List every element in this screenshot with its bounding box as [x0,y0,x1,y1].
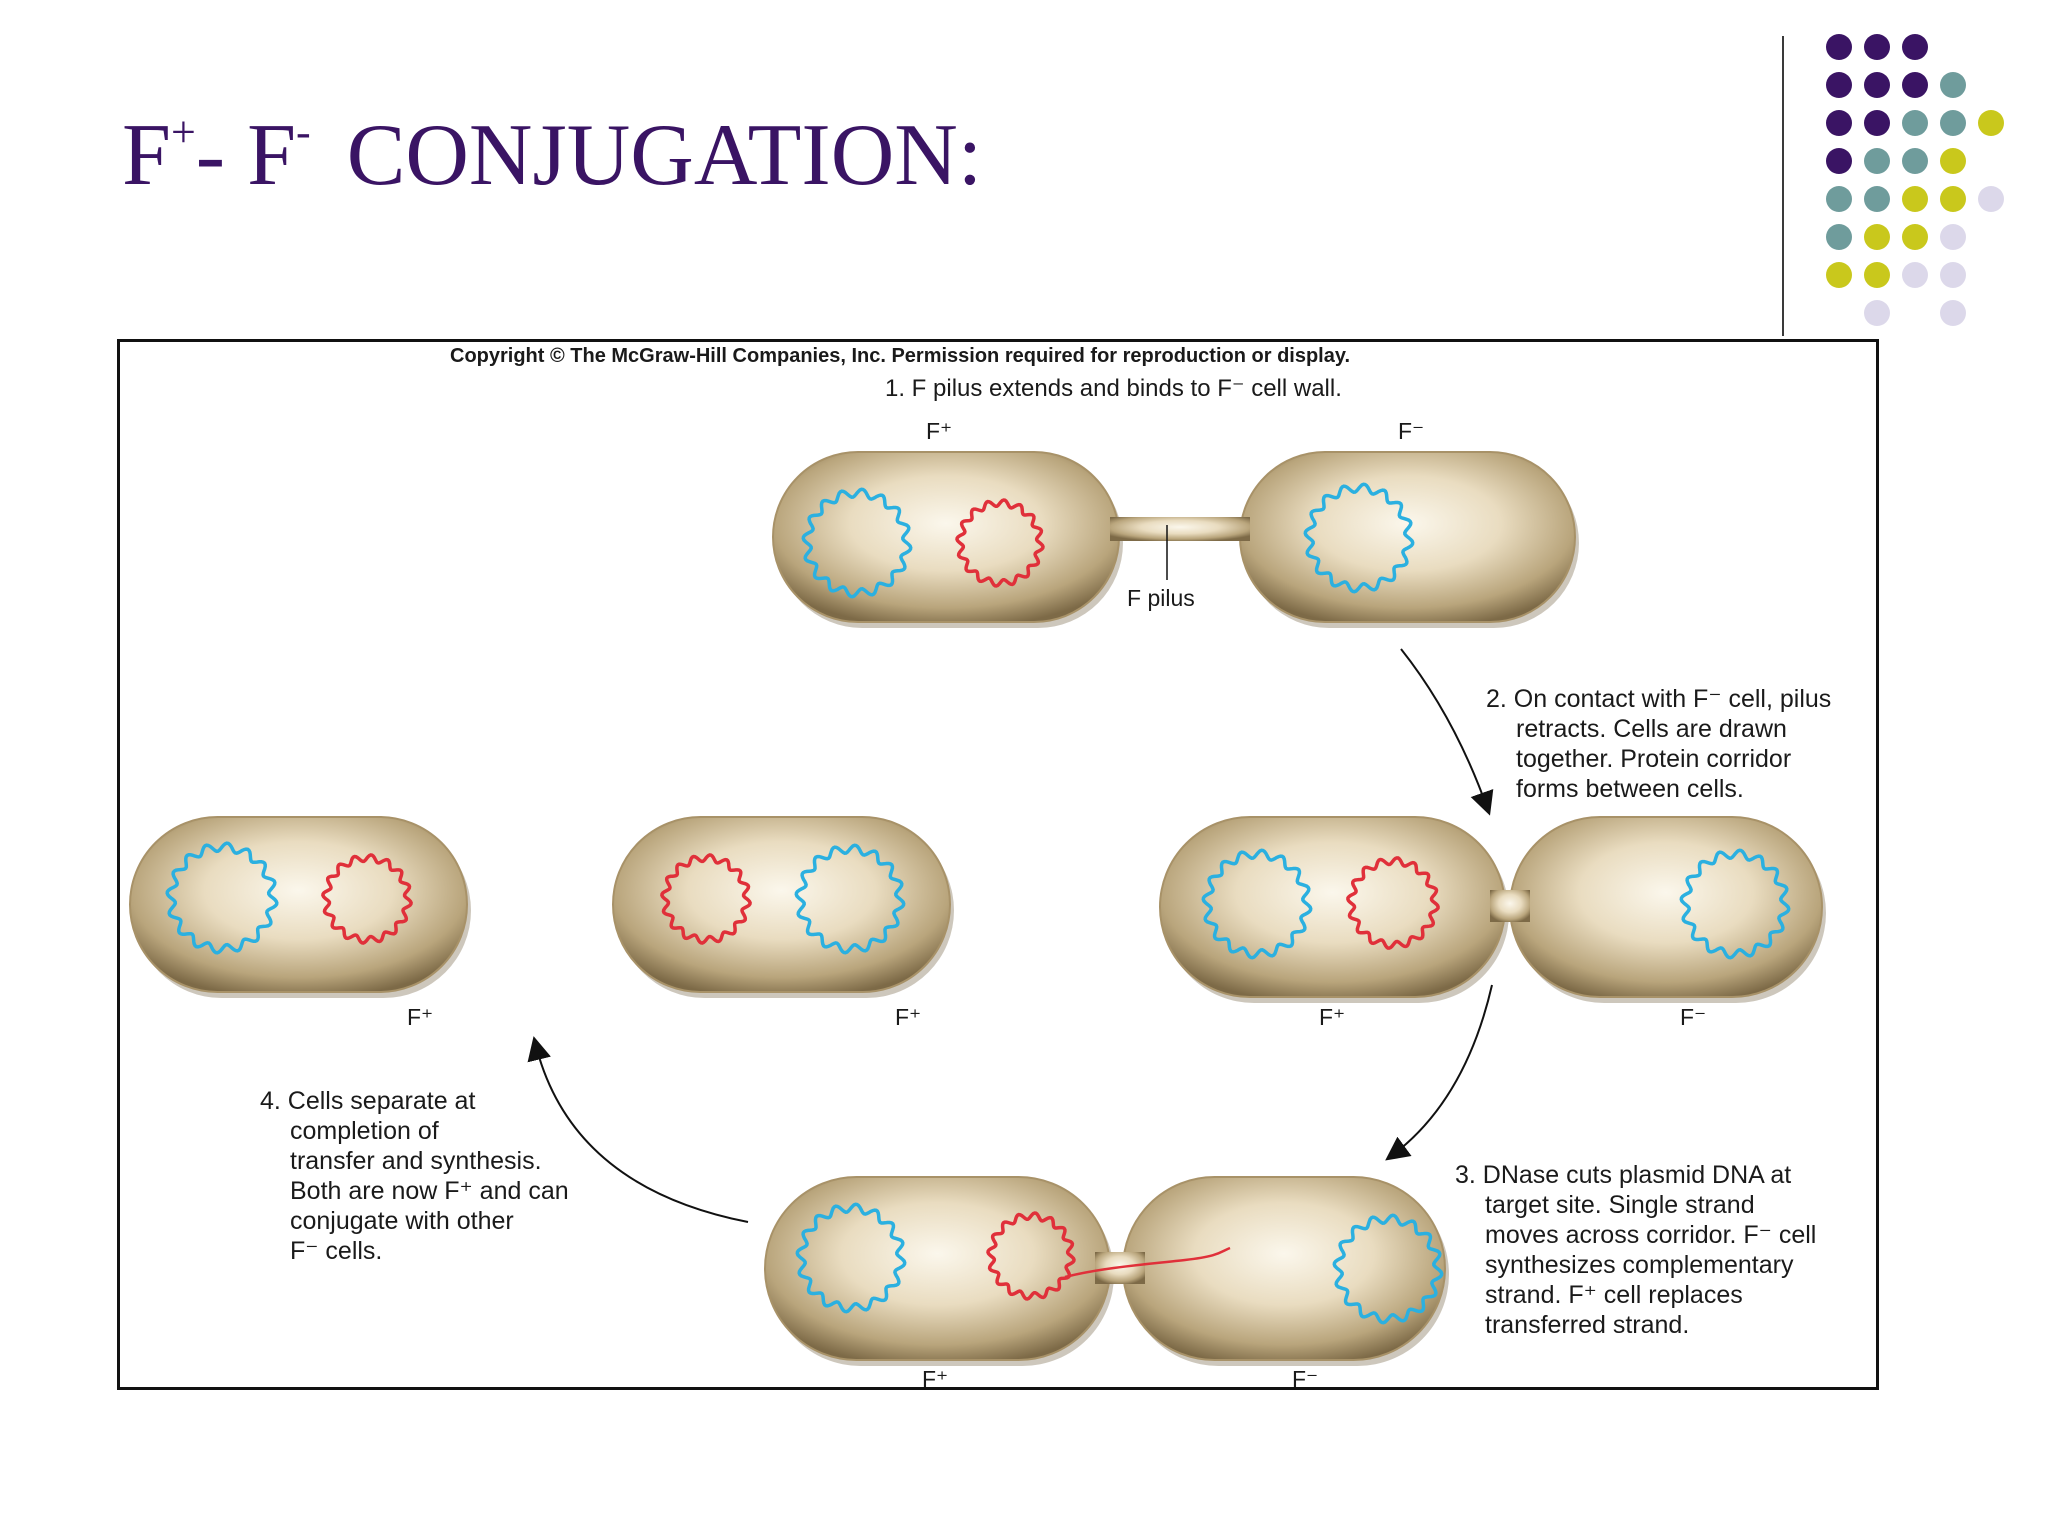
title-text: CONJUGATION: [346,107,983,204]
label-s2-left: F⁺ [1319,1004,1346,1030]
decorative-dot [1940,224,1966,250]
decorative-dot [1864,148,1890,174]
decorative-dot [1826,72,1852,98]
figure-drawing [129,451,1826,1366]
chromosome-ring [1201,848,1313,960]
chromosome-ring [1303,482,1415,594]
decorative-dot [1940,262,1966,288]
step-3-line: target site. Single strand [1485,1191,1755,1219]
bacterial-cell [764,1176,1111,1361]
label-s3-left: F⁺ [922,1366,949,1392]
title-f-minus: - F [195,107,297,204]
pilus-label: F pilus [1127,585,1195,611]
decorative-dot [1902,262,1928,288]
decorative-dot [1902,224,1928,250]
bacterial-cell [129,816,468,993]
bacterial-cell [612,816,951,993]
step-4-line: transfer and synthesis. [290,1147,542,1175]
chromosome-ring [801,487,913,599]
f-plasmid-ring [660,853,752,945]
step-3-text: 3. DNase cuts plasmid DNA at target site… [1455,1160,1816,1340]
step-4-text: 4. Cells separate at completion of trans… [260,1086,569,1266]
step-3-line: strand. F⁺ cell replaces [1485,1281,1743,1309]
decorative-dot [1826,110,1852,136]
step-3-line: moves across corridor. F⁻ cell [1485,1221,1817,1249]
f-plasmid-ring [955,498,1045,588]
step-1-text: 1. F pilus extends and binds to F⁻ cell … [885,375,1342,402]
conjugation-figure: Copyright © The McGraw-Hill Companies, I… [117,339,1879,1392]
header-divider [1782,36,1784,336]
f-plasmid-ring [321,853,413,945]
step-2-line: together. Protein corridor [1516,745,1792,773]
decorative-dot [1940,300,1966,326]
decorative-dot [1940,72,1966,98]
decorative-dot [1864,110,1890,136]
chromosome-ring [1679,848,1791,960]
step-2-line: 2. On contact with F⁻ cell, pilus [1486,685,1832,713]
bacterial-cell [1122,1176,1446,1361]
decorative-dot [1902,110,1928,136]
bacterial-cell [772,451,1120,623]
step-4-line: F⁻ cells. [290,1237,383,1265]
step-4-line: Both are now F⁺ and can [290,1177,569,1205]
step-3-line: transferred strand. [1485,1311,1690,1339]
bacterial-cell [1509,816,1823,998]
cell-junction [1490,890,1530,922]
transferred-strand [1064,1246,1231,1279]
decorative-dot [1902,148,1928,174]
decorative-dot [1978,110,2004,136]
decorative-dot [1826,148,1852,174]
arrow-step-3 [1385,984,1493,1161]
title-sup-minus: - [296,107,311,157]
decorative-dot [1826,262,1852,288]
cells-layer [129,451,1826,1366]
title-f-plus: F [122,107,171,204]
decorative-dot [1902,72,1928,98]
decorative-dot [1940,110,1966,136]
copyright-notice: Copyright © The McGraw-Hill Companies, I… [450,345,1351,367]
chromosome-ring [795,1202,907,1314]
chromosome-ring [1332,1213,1444,1325]
chromosome-ring [794,843,906,955]
step-4-line: 4. Cells separate at [260,1087,476,1115]
label-s4-a: F⁺ [407,1004,434,1030]
f-plasmid-ring [1346,856,1440,950]
arrow-step-4 [527,1036,749,1223]
decorative-dot [1864,34,1890,60]
dna-layer [165,482,1791,1325]
step-2-line: forms between cells. [1516,775,1744,803]
cell-junction [1110,517,1250,541]
step-4-line: completion of [290,1117,439,1145]
chromosome-ring [165,841,279,955]
decorative-dot [1826,34,1852,60]
label-s3-right: F⁻ [1292,1366,1319,1392]
slide-title: F+- F-CONJUGATION: [122,110,982,200]
label-s2-right: F⁻ [1680,1004,1707,1030]
decorative-dot [1864,186,1890,212]
label-s1-left: F⁺ [926,418,953,444]
label-s1-right: F⁻ [1398,418,1425,444]
decorative-dot [1864,72,1890,98]
decorative-dot [1826,186,1852,212]
decorative-dot [1978,186,2004,212]
decorative-dot [1864,224,1890,250]
decorative-dot [1940,186,1966,212]
decorative-dot [1902,34,1928,60]
step-3-line: 3. DNase cuts plasmid DNA at [1455,1161,1792,1189]
decorative-dot-grid [1826,34,2004,326]
step-3-line: synthesizes complementary [1485,1251,1794,1279]
f-plasmid-ring [986,1211,1076,1301]
pointer-layer [527,525,1494,1223]
step-2-text: 2. On contact with F⁻ cell, pilus retrac… [1486,684,1831,804]
decorative-dot [1864,300,1890,326]
step-4-line: conjugate with other [290,1207,514,1235]
decorative-dot [1864,262,1890,288]
step-2-line: retracts. Cells are drawn [1516,715,1787,743]
decorative-dot [1940,148,1966,174]
decorative-dot [1826,224,1852,250]
title-sup-plus: + [170,107,196,157]
arrow-step-2 [1400,648,1494,816]
label-s4-b: F⁺ [895,1004,922,1030]
decorative-dot [1902,186,1928,212]
